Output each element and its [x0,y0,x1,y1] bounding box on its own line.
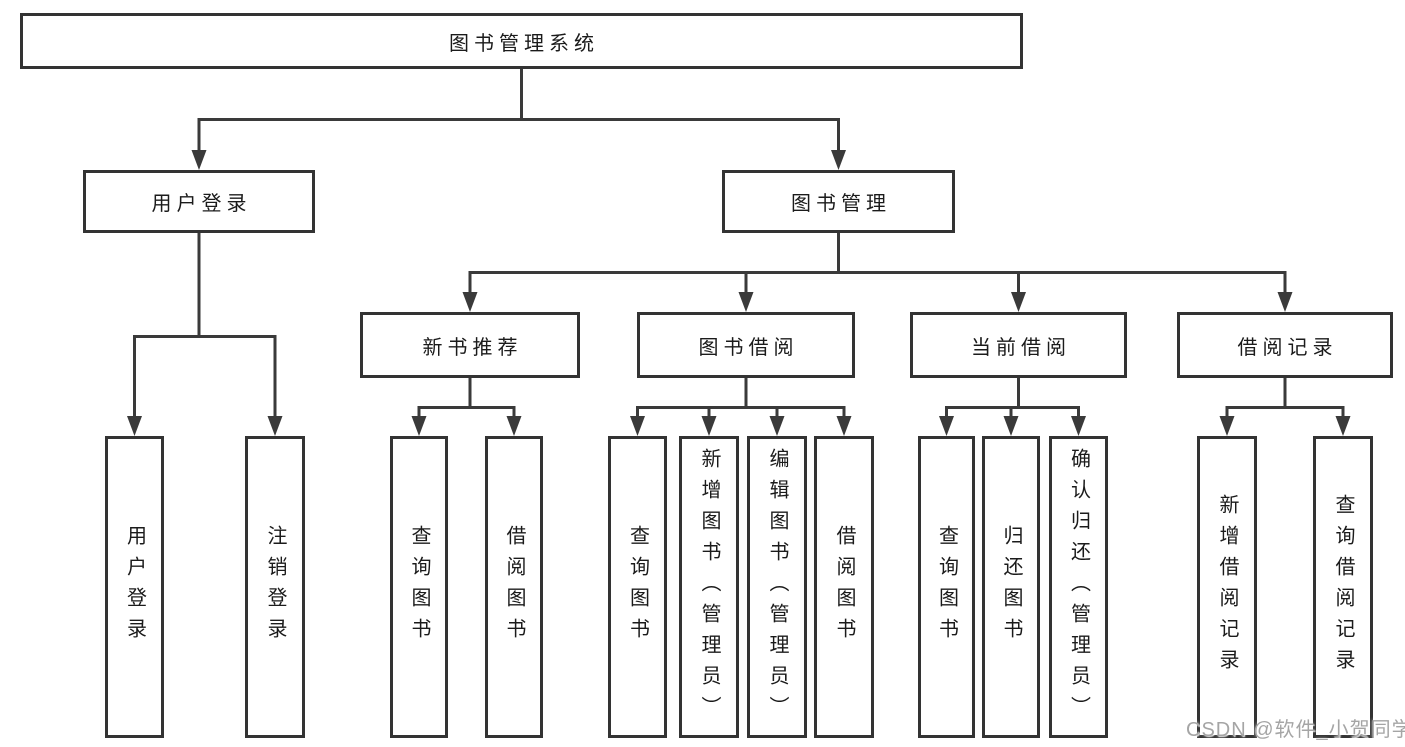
node-query-book-1-label: 查询图书 [408,525,430,649]
arrow-to-book-borrow [738,292,754,312]
connector-book-mgmt-children [468,233,1287,294]
node-borrow-record: 借阅记录 [1177,312,1393,378]
node-return-book-label: 归还图书 [1000,525,1022,649]
arrow-to-query-borrow-record [1335,416,1351,436]
arrow-to-logout-leaf [267,416,283,436]
node-confirm-return-label: 确认归还（管理员） [1067,447,1090,727]
connector-current-borrow-children [945,378,1080,418]
connector-root-to-level1 [197,69,840,152]
arrow-to-add-borrow-record [1219,416,1235,436]
node-add-book: 新增图书（管理员） [679,436,739,738]
arrow-to-user-login [191,150,207,170]
node-borrow-book-2: 借阅图书 [814,436,874,738]
arrow-to-borrow-record [1277,292,1293,312]
node-edit-book: 编辑图书（管理员） [747,436,807,738]
node-add-borrow-record: 新增借阅记录 [1197,436,1257,738]
node-borrow-book-1: 借阅图书 [485,436,543,738]
node-new-book-rec-label: 新书推荐 [422,336,523,359]
connector-book-borrow-children [636,378,846,418]
node-query-book-3: 查询图书 [918,436,975,738]
csdn-watermark: CSDN @软件_小贺同学 [1186,719,1405,741]
node-query-book-2-label: 查询图书 [626,525,649,649]
node-book-mgmt: 图书管理 [722,170,955,233]
arrow-to-book-mgmt [831,150,846,170]
node-current-borrow: 当前借阅 [910,312,1127,378]
node-query-book-2: 查询图书 [608,436,667,738]
node-root-label: 图书管理系统 [449,32,599,55]
arrow-to-query-book-1 [411,416,427,436]
connector-borrow-record-children [1225,378,1345,418]
node-root: 图书管理系统 [20,13,1023,69]
connector-new-book-rec-children [417,378,516,418]
node-borrow-record-label: 借阅记录 [1237,336,1338,359]
node-query-borrow-record-label: 查询借阅记录 [1332,494,1354,680]
node-edit-book-label: 编辑图书（管理员） [766,447,788,727]
node-query-book-3-label: 查询图书 [935,525,958,649]
node-logout-leaf: 注销登录 [245,436,305,738]
node-user-login-leaf-label: 用户登录 [123,525,146,649]
node-book-borrow-label: 图书借阅 [698,336,799,359]
arrow-to-confirm-return [1071,416,1086,436]
node-new-book-rec: 新书推荐 [360,312,580,378]
arrow-to-new-book-rec [462,292,478,312]
node-logout-leaf-label: 注销登录 [264,525,286,649]
arrow-to-query-book-2 [630,416,645,436]
node-return-book: 归还图书 [982,436,1040,738]
arrow-to-query-book-3 [939,416,954,436]
arrow-to-borrow-book-1 [506,416,522,436]
arrow-to-return-book [1003,416,1019,436]
arrow-to-borrow-book-2 [836,416,852,436]
node-user-login-label: 用户登录 [151,193,252,215]
node-user-login: 用户登录 [83,170,315,233]
node-add-borrow-record-label: 新增借阅记录 [1216,494,1238,680]
connector-user-login-children [133,233,277,418]
node-borrow-book-2-label: 借阅图书 [833,525,855,649]
node-query-book-1: 查询图书 [390,436,448,738]
arrow-to-user-login-leaf [127,416,142,436]
node-book-mgmt-label: 图书管理 [791,193,891,215]
arrow-to-current-borrow [1011,292,1026,312]
node-confirm-return: 确认归还（管理员） [1049,436,1108,738]
arrow-to-edit-book [769,416,785,436]
node-user-login-leaf: 用户登录 [105,436,164,738]
arrow-to-add-book [701,416,717,436]
node-current-borrow-label: 当前借阅 [971,336,1071,359]
node-query-borrow-record: 查询借阅记录 [1313,436,1373,738]
node-book-borrow: 图书借阅 [637,312,855,378]
node-borrow-book-1-label: 借阅图书 [503,525,525,649]
node-add-book-label: 新增图书（管理员） [698,447,720,727]
